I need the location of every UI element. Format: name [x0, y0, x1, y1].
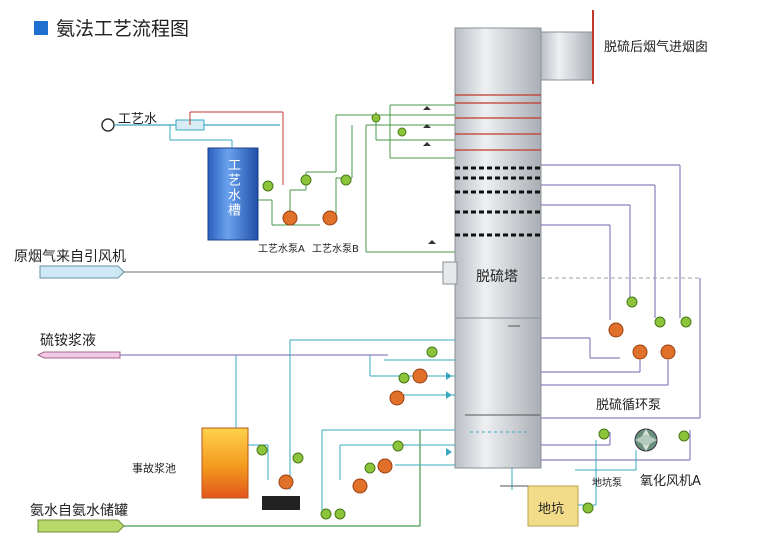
raw-flue-gas-label: 原烟气来自引风机 — [14, 249, 126, 265]
process-water-tank-label: 工艺水槽 — [225, 158, 240, 218]
oxidation-fan-icon — [634, 428, 658, 452]
ammonium-sulfate-label: 硫铵浆液 — [40, 333, 96, 349]
ammonia-water-label: 氨水自氨水储罐 — [30, 503, 128, 519]
process-water-tank — [207, 147, 259, 241]
pump-a-label: 工艺水泵A — [258, 244, 305, 255]
flow-arrows — [423, 106, 452, 456]
ammonia-water-pipe — [37, 430, 421, 533]
process-water-label: 工艺水 — [118, 112, 158, 127]
oxidation-fan-label: 氧化风机A — [640, 474, 701, 489]
title-text: 氨法工艺流程图 — [56, 18, 190, 40]
sump-label: 地坑 — [538, 502, 565, 517]
circulation-pipes — [541, 164, 701, 461]
sump — [527, 485, 579, 527]
pumps — [278, 210, 676, 494]
ammonium-sulfate-pipe — [36, 351, 388, 359]
desulfurization-tower — [442, 10, 594, 469]
circulation-pump-label: 脱硫循环泵 — [596, 398, 662, 413]
slurry-pipes — [235, 339, 637, 510]
raw-flue-gas-pipe — [39, 265, 443, 279]
tower-label: 脱硫塔 — [476, 269, 518, 285]
title-marker-icon — [34, 20, 48, 35]
pump-b-label: 工艺水泵B — [312, 244, 359, 255]
diagram-title: 氨法工艺流程图 — [34, 14, 189, 41]
process-water-pipes — [101, 104, 455, 253]
clean-flue-gas-label: 脱硫后烟气进烟囱 — [604, 40, 709, 55]
valves — [256, 113, 692, 520]
accident-tank-label: 事故浆池 — [132, 462, 176, 475]
accident-tank — [201, 427, 300, 510]
sump-pump-label: 地坑泵 — [592, 478, 622, 489]
